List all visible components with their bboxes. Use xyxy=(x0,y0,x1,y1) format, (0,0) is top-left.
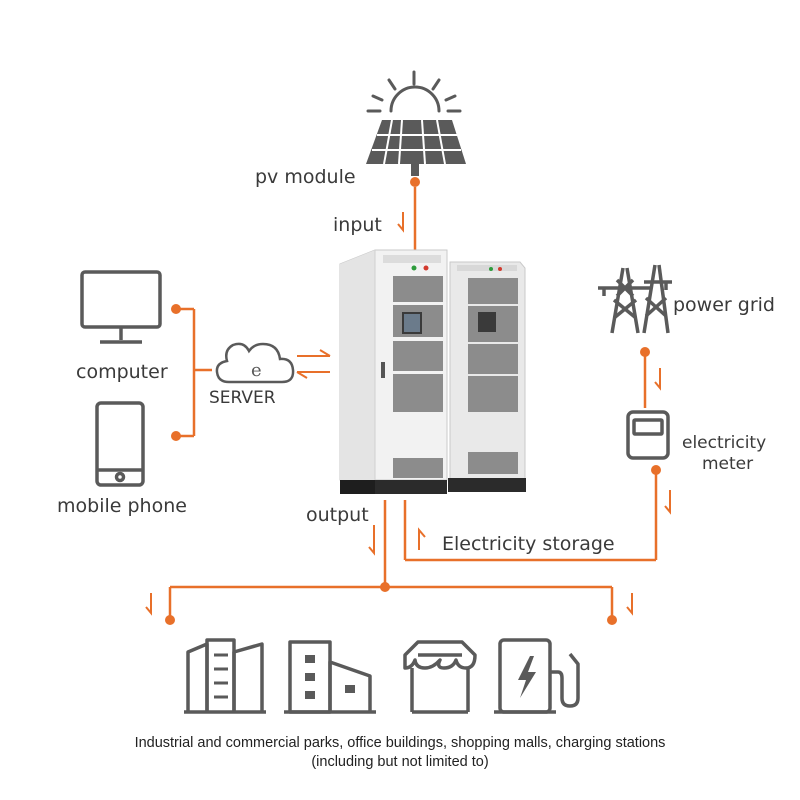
computer-label: computer xyxy=(76,361,168,383)
computer-icon xyxy=(80,270,162,344)
electricity-meter-icon xyxy=(626,410,670,460)
output-label: output xyxy=(306,504,369,526)
solar-panel-icon xyxy=(366,119,466,187)
connector-lines xyxy=(168,187,658,617)
connector-nodes xyxy=(165,304,661,625)
power-grid-label: power grid xyxy=(673,294,775,316)
mobile-phone-icon xyxy=(95,401,145,487)
input-label: input xyxy=(333,214,382,236)
industrial-park-icon xyxy=(184,638,266,714)
mobile-phone-label: mobile phone xyxy=(57,495,187,517)
shopping-mall-icon xyxy=(403,640,477,714)
electricity-meter-label-line2: meter xyxy=(702,454,754,474)
office-building-icon xyxy=(284,640,376,714)
transmission-tower-icon xyxy=(598,264,672,334)
server-glyph: e xyxy=(251,360,262,381)
electricity-storage-label: Electricity storage xyxy=(442,533,615,555)
server-label: SERVER xyxy=(209,388,276,408)
facilities-caption-line2: (including but not limited to) xyxy=(311,754,488,770)
flow-arrows xyxy=(145,212,671,616)
pv-module-label: pv module xyxy=(255,166,356,188)
energy-storage-cabinet xyxy=(339,249,526,494)
cloud-server-icon: e xyxy=(215,342,295,384)
charging-station-icon xyxy=(494,638,580,714)
sun-icon xyxy=(366,70,462,113)
facilities-caption-line1: Industrial and commercial parks, office … xyxy=(135,735,666,751)
electricity-meter-label-line1: electricity xyxy=(682,433,767,453)
